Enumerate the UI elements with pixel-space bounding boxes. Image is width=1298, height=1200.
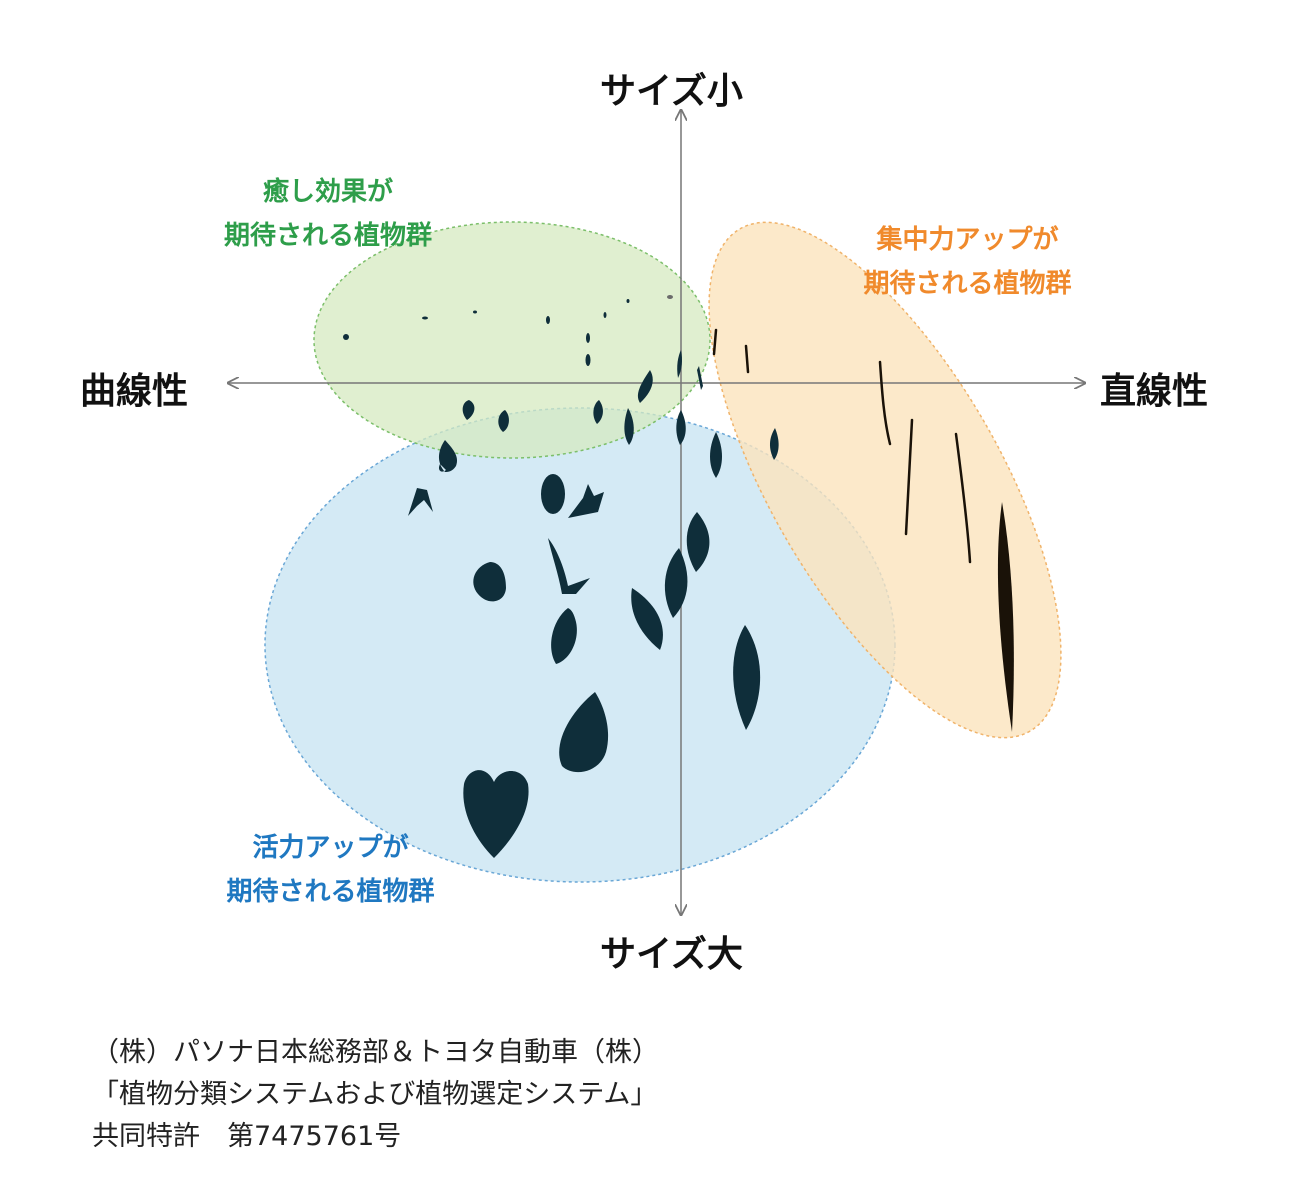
focus-label-line2: 期待される植物群: [863, 269, 1072, 299]
leaf-arrow: [408, 488, 433, 516]
leaf-sliver: [697, 366, 703, 390]
leaf-speck: [473, 310, 477, 314]
footer-line3: 共同特許 第7475761号: [92, 1121, 402, 1152]
leaf-narrow-long: [997, 502, 1014, 732]
patent-footer: （株）パソナ日本総務部＆トヨタ自動車（株） 「植物分類システムおよび植物選定シス…: [92, 1032, 659, 1158]
footer-line1: （株）パソナ日本総務部＆トヨタ自動車（株）: [92, 1037, 659, 1068]
leaf-speck: [422, 316, 428, 320]
leaf-speck: [626, 299, 630, 303]
leaf-speck: [603, 312, 607, 318]
axis-label-bottom: サイズ大: [600, 934, 743, 975]
leaf-small: [637, 370, 653, 403]
leaf-oval: [541, 474, 565, 514]
leaf-long-stem: [548, 538, 590, 594]
relax-group-label: 癒し効果が 期待される植物群: [178, 170, 478, 258]
axis-label-right: 直線性: [1100, 371, 1209, 412]
leaf-teardrop: [559, 692, 609, 773]
leaf-pointed: [710, 432, 722, 478]
leaf-spade: [551, 608, 577, 664]
focus-label-line1: 集中力アップが: [876, 225, 1059, 255]
leaf-heart-small: [438, 440, 458, 472]
leaf-speck: [585, 354, 591, 366]
leaf-pointed: [676, 410, 686, 445]
leaf-serrated: [631, 588, 663, 650]
leaf-small: [462, 400, 475, 420]
leaf-sliver: [677, 350, 682, 378]
leaf-large-oval: [686, 512, 710, 572]
leaf-speck: [343, 334, 349, 340]
leaf-large-pointed: [733, 625, 761, 730]
focus-group-label: 集中力アップが 期待される植物群: [815, 218, 1120, 306]
leaf-monstera: [473, 562, 506, 602]
leaf-speck: [546, 316, 550, 324]
relax-label-line1: 癒し効果が: [262, 177, 393, 207]
leaf-heart-large: [463, 770, 529, 858]
leaf-speck: [667, 295, 673, 299]
slender-leaves: [712, 328, 972, 564]
leaf-large-oval: [664, 548, 688, 618]
leaf-small: [624, 408, 634, 445]
energy-group-label: 活力アップが 期待される植物群: [178, 826, 483, 914]
energy-label-line1: 活力アップが: [252, 833, 409, 863]
leaf-silhouettes: [343, 295, 1014, 858]
leaf-small: [498, 410, 509, 432]
relax-label-line2: 期待される植物群: [223, 221, 432, 251]
relax-group-ellipse: [313, 221, 711, 459]
leaf-speck: [586, 333, 590, 343]
axis-label-left: 曲線性: [80, 371, 189, 412]
leaf-small: [593, 400, 603, 424]
leaf-pointed: [769, 428, 779, 460]
energy-label-line2: 期待される植物群: [226, 877, 435, 907]
footer-line2: 「植物分類システムおよび植物選定システム」: [92, 1079, 658, 1110]
focus-group-ellipse: [708, 221, 1062, 739]
leaf-tulip: [568, 484, 604, 518]
axis-label-top: サイズ小: [600, 71, 743, 112]
